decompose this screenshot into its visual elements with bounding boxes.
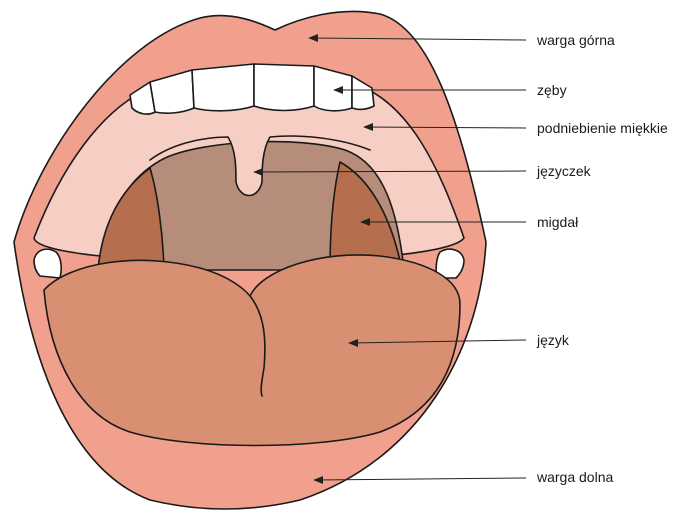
label-uvula: języczek bbox=[536, 163, 592, 179]
label-lower-lip: warga dolna bbox=[536, 469, 613, 485]
label-soft-palate: podniebienie miękkie bbox=[537, 120, 668, 136]
label-tongue: język bbox=[536, 332, 570, 348]
molar-left bbox=[34, 249, 61, 278]
label-teeth: zęby bbox=[537, 82, 567, 98]
label-tonsil: migdał bbox=[537, 214, 579, 230]
labels: warga górna zęby podniebienie miękkie ję… bbox=[536, 32, 668, 485]
label-upper-lip: warga górna bbox=[536, 32, 615, 48]
